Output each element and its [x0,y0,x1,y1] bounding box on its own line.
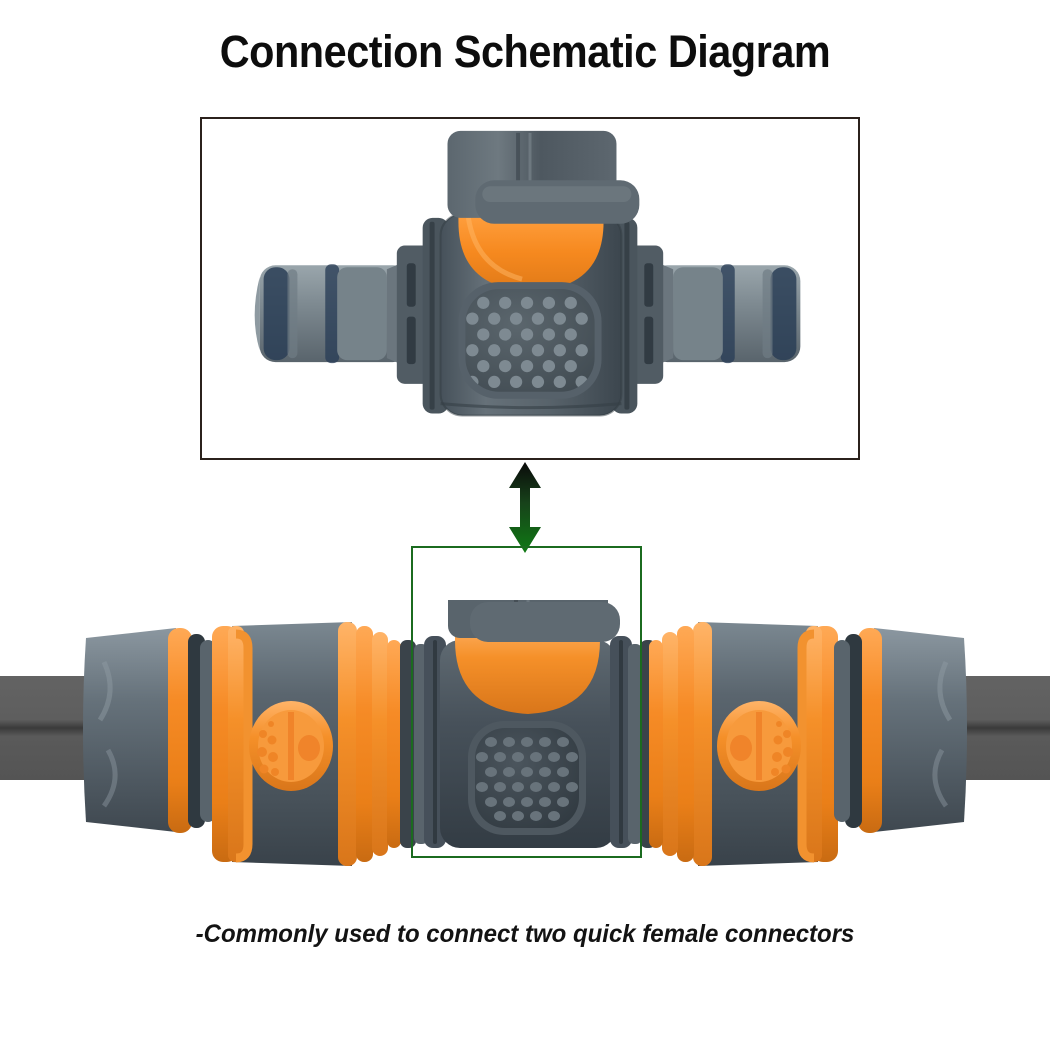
spray-pattern-emblem-right [717,701,801,791]
grip-pad [458,282,602,399]
valve-orange-indicator [455,620,600,714]
page-caption: -Commonly used to connect two quick fema… [195,920,855,948]
valve-detail-illustration [202,119,858,458]
left-male-stem-group [254,257,415,371]
assembly-illustration [0,600,1050,890]
valve-grip-pad [468,721,586,835]
spray-pattern-emblem-left [249,701,333,791]
detail-panel [200,117,860,460]
page-title: Connection Schematic Diagram [219,26,831,77]
arrow-connector [497,460,553,555]
female-connector-left [83,628,216,833]
lever-handle [447,130,640,224]
hose-assembly-svg [0,600,1050,890]
quick-coupler-right [649,622,838,866]
orange-valve-indicator [458,213,604,291]
valve-lever-handle [448,600,620,642]
female-connector-right [834,628,967,833]
grip-pad-dots [466,296,588,389]
left-valve-seal [400,640,416,848]
inline-valve [424,600,632,848]
quick-coupler-left [212,622,401,866]
right-male-stem-group [645,257,801,371]
vertical-double-arrow-icon [509,462,541,553]
